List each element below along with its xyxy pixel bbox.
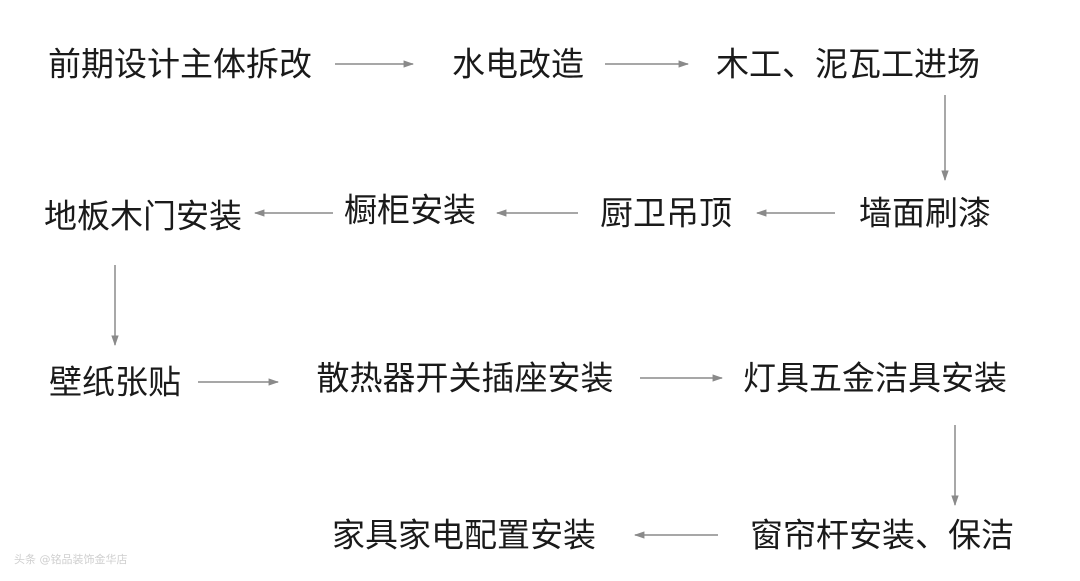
step-plumbing-electrical: 水电改造: [452, 44, 584, 84]
step-wall-painting: 墙面刷漆: [859, 193, 991, 233]
step-radiator-switch-socket: 散热器开关插座安装: [316, 358, 614, 398]
watermark: 头条 @铭品装饰金华店: [14, 553, 128, 566]
step-kitchen-bath-ceiling: 厨卫吊顶: [600, 193, 732, 233]
step-cabinet-install: 橱柜安装: [344, 190, 476, 230]
step-floor-door-install: 地板木门安装: [44, 196, 242, 236]
step-furniture-appliances: 家具家电配置安装: [332, 515, 596, 555]
step-lighting-hardware-sanitary: 灯具五金洁具安装: [743, 358, 1007, 398]
step-curtain-rod-cleaning: 窗帘杆安装、保洁: [750, 515, 1014, 555]
step-design-demolition: 前期设计主体拆改: [48, 44, 312, 84]
step-wallpaper: 壁纸张贴: [49, 362, 181, 402]
step-carpentry-masonry: 木工、泥瓦工进场: [716, 44, 980, 84]
